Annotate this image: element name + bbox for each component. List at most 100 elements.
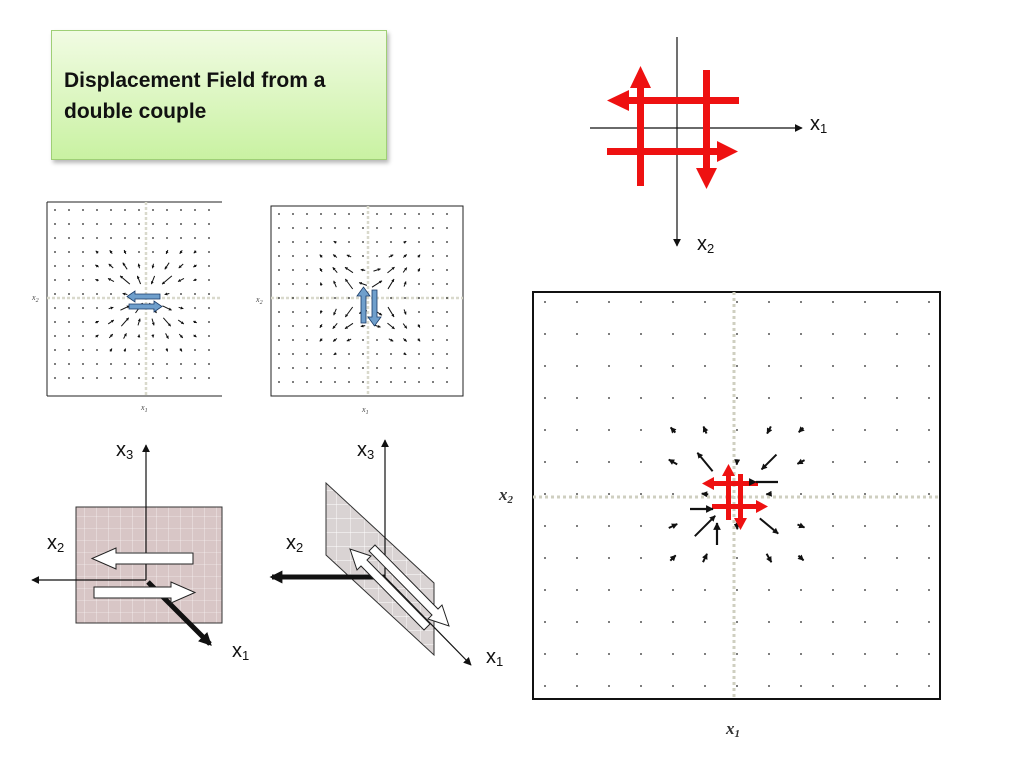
field-dot: [418, 381, 420, 383]
displacement-arrow-icon: [108, 263, 114, 269]
displacement-arrow-icon: [107, 319, 115, 325]
field-dot: [768, 365, 770, 367]
field-dot: [864, 301, 866, 303]
field-dot: [432, 381, 434, 383]
displacement-arrow-icon: [701, 491, 709, 498]
field-dot: [418, 353, 420, 355]
field-dot: [320, 381, 322, 383]
field-dot: [152, 363, 154, 365]
field-dot: [608, 621, 610, 623]
field-dot: [640, 429, 642, 431]
field-dot: [194, 209, 196, 211]
field-dot: [544, 621, 546, 623]
field-dot: [432, 339, 434, 341]
field-dot: [292, 283, 294, 285]
field-dot: [576, 685, 578, 687]
field-dot: [896, 685, 898, 687]
field-dot: [376, 381, 378, 383]
field-dot: [166, 377, 168, 379]
field-dot: [800, 333, 802, 335]
field-dot: [278, 227, 280, 229]
axis-label-x2: x2: [47, 532, 65, 555]
field-dot: [768, 301, 770, 303]
displacement-arrow-icon: [178, 333, 184, 339]
field-dot: [334, 227, 336, 229]
field-dot: [576, 333, 578, 335]
double-couple-red-icon: [607, 66, 739, 189]
field-dot: [864, 397, 866, 399]
field-dot: [166, 223, 168, 225]
field-dot: [736, 653, 738, 655]
slip-arrow-icon: [126, 290, 163, 313]
big-plot: [532, 291, 941, 700]
field-dot: [278, 325, 280, 327]
displacement-arrow-icon: [360, 324, 366, 328]
displacement-arrow-icon: [123, 333, 127, 339]
field-dot: [362, 381, 364, 383]
field-dot: [348, 367, 350, 369]
field-dot: [96, 293, 98, 295]
field-dot: [376, 241, 378, 243]
field-dot: [404, 213, 406, 215]
field-dot: [928, 557, 930, 559]
displacement-arrow-icon: [344, 322, 354, 330]
field-dot: [432, 325, 434, 327]
field-dot: [194, 223, 196, 225]
field-dot: [608, 557, 610, 559]
field-dot: [390, 367, 392, 369]
displacement-arrow-icon: [120, 317, 130, 327]
field-dot: [864, 621, 866, 623]
field-dot: [68, 349, 70, 351]
displacement-arrow-icon: [669, 554, 677, 562]
field-dot: [928, 429, 930, 431]
field-dot: [544, 461, 546, 463]
field-dot: [896, 461, 898, 463]
field-dot: [432, 297, 434, 299]
axis-label-x1: x1: [362, 405, 369, 417]
field-dot: [576, 429, 578, 431]
displacement-arrow-icon: [319, 267, 323, 273]
field-dot: [292, 269, 294, 271]
field-dot: [896, 397, 898, 399]
displacement-arrow-icon: [109, 250, 113, 254]
field-dot: [832, 397, 834, 399]
displacement-arrow-icon: [358, 282, 368, 286]
field-dot: [334, 367, 336, 369]
field-dot: [576, 301, 578, 303]
field-dot: [68, 335, 70, 337]
field-dot: [208, 209, 210, 211]
displacement-arrow-icon: [798, 426, 805, 433]
field-dot: [376, 213, 378, 215]
displacement-arrow-icon: [193, 264, 197, 268]
displacement-arrow-icon: [193, 250, 197, 254]
field-dot: [418, 297, 420, 299]
field-dot: [334, 381, 336, 383]
field-dot: [418, 241, 420, 243]
displacement-arrow-icon: [387, 322, 395, 330]
field-dot: [306, 283, 308, 285]
field-dot: [82, 363, 84, 365]
field-dot: [640, 301, 642, 303]
field-dot: [194, 377, 196, 379]
field-dot: [768, 589, 770, 591]
field-dot: [432, 353, 434, 355]
field-dot: [928, 589, 930, 591]
field-dot: [292, 311, 294, 313]
field-dot: [800, 621, 802, 623]
field-dot: [576, 365, 578, 367]
field-dot: [68, 209, 70, 211]
field-dot: [194, 363, 196, 365]
field-dot: [278, 255, 280, 257]
field-dot: [704, 621, 706, 623]
field-dot: [640, 525, 642, 527]
field-dot: [82, 223, 84, 225]
displacement-arrow-icon: [387, 266, 395, 274]
displacement-arrow-icon: [402, 323, 408, 329]
field-dot: [672, 301, 674, 303]
displacement-arrow-icon: [344, 266, 354, 274]
field-dot: [292, 381, 294, 383]
field-dot: [278, 381, 280, 383]
displacement-arrow-icon: [402, 338, 408, 342]
displacement-arrow-icon: [162, 305, 172, 311]
field-dot: [334, 297, 336, 299]
